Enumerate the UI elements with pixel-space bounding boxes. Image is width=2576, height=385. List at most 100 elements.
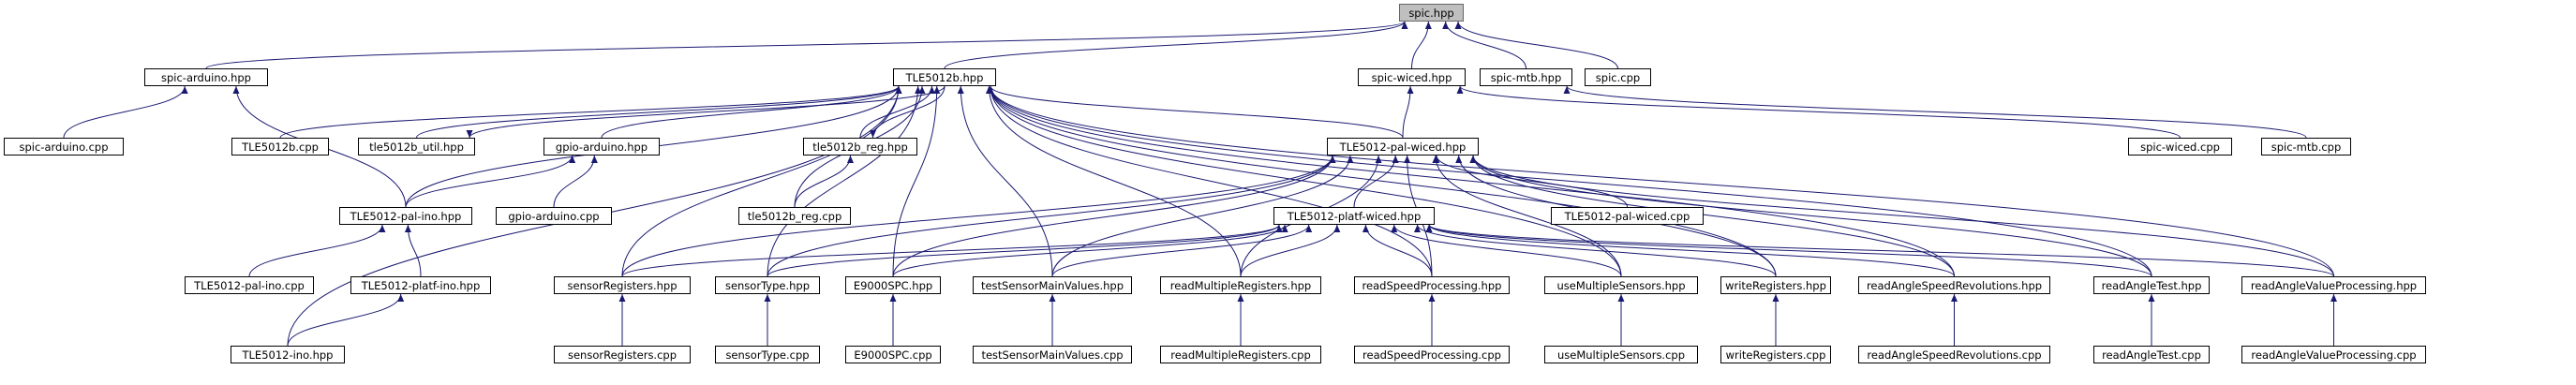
edge-platf-ino-hpp-to-pal-ino-hpp: [407, 224, 422, 277]
file-node-pal-wiced-hpp[interactable]: TLE5012-pal-wiced.hpp: [1327, 138, 1479, 155]
edge-arrowhead: [1432, 155, 1439, 163]
edge-sensortype-hpp-to-tle5012b-hpp: [767, 85, 919, 277]
edge-spic-arduino-hpp-to-spic-hpp: [205, 21, 1406, 69]
edge-arrowhead: [404, 225, 411, 232]
edge-readmultipleregisters-hpp-to-tle5012b-hpp: [988, 85, 1242, 277]
edge-e9000spc-hpp-to-pal-wiced-hpp: [892, 155, 1333, 277]
edge-readspeedprocessing-hpp-to-platf-wiced-hpp: [1364, 224, 1433, 277]
file-node-testsensormainvalues-hpp[interactable]: testSensorMainValues.hpp: [973, 276, 1132, 294]
file-node-gpio-arduino-hpp[interactable]: gpio-arduino.hpp: [543, 138, 660, 155]
edge-pal-wiced-cpp-to-pal-wiced-hpp: [1436, 155, 1628, 208]
edge-arrowhead: [915, 86, 922, 94]
file-node-readanglevalueprocessing-cpp[interactable]: readAngleValueProcessing.cpp: [2241, 346, 2426, 363]
file-node-usemultiplesensors-hpp[interactable]: useMultipleSensors.hpp: [1544, 276, 1698, 294]
file-node-pal-wiced-cpp[interactable]: TLE5012-pal-wiced.cpp: [1551, 207, 1704, 225]
edge-readanglespeedrevolutions-hpp-to-pal-wiced-hpp: [1472, 155, 1955, 277]
edge-arrowhead: [1425, 225, 1433, 232]
edge-readmultipleregisters-hpp-to-platf-wiced-hpp: [1240, 224, 1338, 277]
edge-readspeedprocessing-hpp-to-tle5012b-hpp: [990, 85, 1433, 277]
file-node-sensorregisters-hpp[interactable]: sensorRegisters.hpp: [554, 276, 691, 294]
edge-sensorregisters-hpp-to-pal-wiced-hpp: [621, 155, 1333, 277]
edge-arrowhead: [232, 86, 240, 94]
edge-readangletest-hpp-to-pal-wiced-hpp: [1472, 155, 2152, 277]
edge-sensorregisters-hpp-to-platf-wiced-hpp: [621, 224, 1280, 277]
file-node-readmultipleregisters-hpp[interactable]: readMultipleRegisters.hpp: [1160, 276, 1321, 294]
file-node-spic-mtb-hpp[interactable]: spic-mtb.hpp: [1480, 68, 1572, 86]
file-node-readanglespeedrevolutions-cpp[interactable]: readAngleSpeedRevolutions.cpp: [1858, 346, 2050, 363]
edge-arrowhead: [1428, 294, 1436, 302]
edge-readangletest-hpp-to-tle5012b-hpp: [990, 85, 2152, 277]
edge-arrowhead: [618, 294, 626, 302]
file-node-platf-wiced-hpp[interactable]: TLE5012-platf-wiced.hpp: [1273, 207, 1435, 225]
edge-arrowhead: [1454, 22, 1462, 29]
file-node-spic-wiced-hpp[interactable]: spic-wiced.hpp: [1358, 68, 1466, 86]
file-node-tle5012-ino-hpp[interactable]: TLE5012-ino.hpp: [231, 346, 345, 363]
edge-arrowhead: [1237, 294, 1244, 302]
edge-gpio-arduino-hpp-to-tle5012b-hpp: [601, 85, 900, 139]
edge-arrowhead: [1392, 155, 1399, 163]
edge-arrowhead: [1347, 155, 1354, 163]
file-node-writeregisters-cpp[interactable]: writeRegisters.cpp: [1720, 346, 1831, 363]
edge-usemultiplesensors-hpp-to-pal-wiced-hpp: [1435, 155, 1622, 277]
edge-gpio-arduino-cpp-to-gpio-arduino-hpp: [553, 155, 595, 208]
edge-testsensormainvalues-hpp-to-pal-wiced-hpp: [1051, 155, 1351, 277]
file-node-tle5012b-reg-cpp[interactable]: tle5012b_reg.cpp: [738, 207, 851, 225]
edge-testsensormainvalues-hpp-to-tle5012b-hpp: [960, 85, 1053, 277]
edge-arrowhead: [397, 294, 405, 302]
edge-arrowhead: [1469, 155, 1477, 163]
edge-spic-mtb-cpp-to-spic-mtb-hpp: [1566, 85, 2307, 139]
edge-writeregisters-hpp-to-platf-wiced-hpp: [1417, 224, 1777, 277]
edge-arrowhead: [181, 86, 188, 94]
file-node-readanglevalueprocessing-hpp[interactable]: readAngleValueProcessing.hpp: [2241, 276, 2426, 294]
file-node-readspeedprocessing-cpp[interactable]: readSpeedProcessing.cpp: [1354, 346, 1510, 363]
file-node-readangletest-hpp[interactable]: readAngleTest.hpp: [2093, 276, 2210, 294]
edge-arrowhead: [1455, 155, 1463, 163]
file-node-spic-arduino-hpp[interactable]: spic-arduino.hpp: [144, 68, 268, 86]
edge-readanglespeedrevolutions-hpp-to-tle5012b-hpp: [990, 85, 1955, 277]
file-node-sensortype-hpp[interactable]: sensorType.hpp: [715, 276, 820, 294]
file-node-tle5012b-hpp[interactable]: TLE5012b.hpp: [893, 68, 996, 86]
edge-tle5012b-cpp-to-tle5012b-hpp: [279, 85, 900, 139]
edge-arrowhead: [1414, 225, 1421, 232]
file-node-e9000spc-cpp[interactable]: E9000SPC.cpp: [845, 346, 941, 363]
file-node-tle5012b-reg-hpp[interactable]: tle5012b_reg.hpp: [803, 138, 917, 155]
edge-arrowhead: [1563, 86, 1571, 94]
file-node-gpio-arduino-cpp[interactable]: gpio-arduino.cpp: [496, 207, 612, 225]
edge-pal-wiced-hpp-to-spic-wiced-hpp: [1402, 85, 1411, 139]
file-node-spic-arduino-cpp[interactable]: spic-arduino.cpp: [4, 138, 124, 155]
file-node-platf-ino-hpp[interactable]: TLE5012-platf-ino.hpp: [350, 276, 491, 294]
file-node-readanglespeedrevolutions-hpp[interactable]: readAngleSpeedRevolutions.hpp: [1858, 276, 2050, 294]
file-node-readspeedprocessing-hpp[interactable]: readSpeedProcessing.hpp: [1354, 276, 1510, 294]
edge-arrowhead: [929, 86, 935, 94]
file-node-tle5012b-cpp[interactable]: TLE5012b.cpp: [231, 138, 329, 155]
file-node-spic-mtb-cpp[interactable]: spic-mtb.cpp: [2261, 138, 2351, 155]
edge-arrowhead: [590, 155, 598, 163]
edge-tle5012b-hpp-to-spic-hpp: [944, 21, 1406, 69]
file-node-sensorregisters-cpp[interactable]: sensorRegisters.cpp: [554, 346, 691, 363]
file-node-usemultiplesensors-cpp[interactable]: useMultipleSensors.cpp: [1544, 346, 1698, 363]
file-node-readangletest-cpp[interactable]: readAngleTest.cpp: [2093, 346, 2210, 363]
edge-readangletest-hpp-to-platf-wiced-hpp: [1428, 224, 2152, 277]
edge-readanglevalueprocessing-hpp-to-pal-wiced-hpp: [1472, 155, 2334, 277]
file-node-pal-ino-hpp[interactable]: TLE5012-pal-ino.hpp: [339, 207, 472, 225]
edge-spic-mtb-hpp-to-spic-hpp: [1445, 21, 1526, 69]
file-node-e9000spc-hpp[interactable]: E9000SPC.hpp: [845, 276, 941, 294]
edge-arrowhead: [987, 86, 994, 94]
file-node-spic-wiced-cpp[interactable]: spic-wiced.cpp: [2128, 138, 2232, 155]
edge-arrowhead: [1305, 225, 1313, 232]
file-node-spic-cpp[interactable]: spic.cpp: [1585, 68, 1651, 86]
file-node-readmultipleregisters-cpp[interactable]: readMultipleRegisters.cpp: [1160, 346, 1321, 363]
file-node-pal-ino-cpp[interactable]: TLE5012-pal-ino.cpp: [185, 276, 314, 294]
edge-spic-arduino-cpp-to-spic-arduino-hpp: [63, 85, 186, 139]
edge-arrowhead: [1333, 225, 1341, 232]
file-node-tle5012b-util-hpp[interactable]: tle5012b_util.hpp: [358, 138, 475, 155]
edge-arrowhead: [569, 155, 576, 163]
file-node-testsensormainvalues-cpp[interactable]: testSensorMainValues.cpp: [973, 346, 1132, 363]
edge-arrowhead: [466, 130, 473, 138]
file-node-sensortype-cpp[interactable]: sensorType.cpp: [715, 346, 820, 363]
edge-readanglespeedrevolutions-hpp-to-platf-wiced-hpp: [1428, 224, 1955, 277]
edge-arrowhead: [1424, 22, 1432, 29]
file-node-writeregisters-hpp[interactable]: writeRegisters.hpp: [1720, 276, 1831, 294]
edge-arrowhead: [379, 225, 386, 232]
